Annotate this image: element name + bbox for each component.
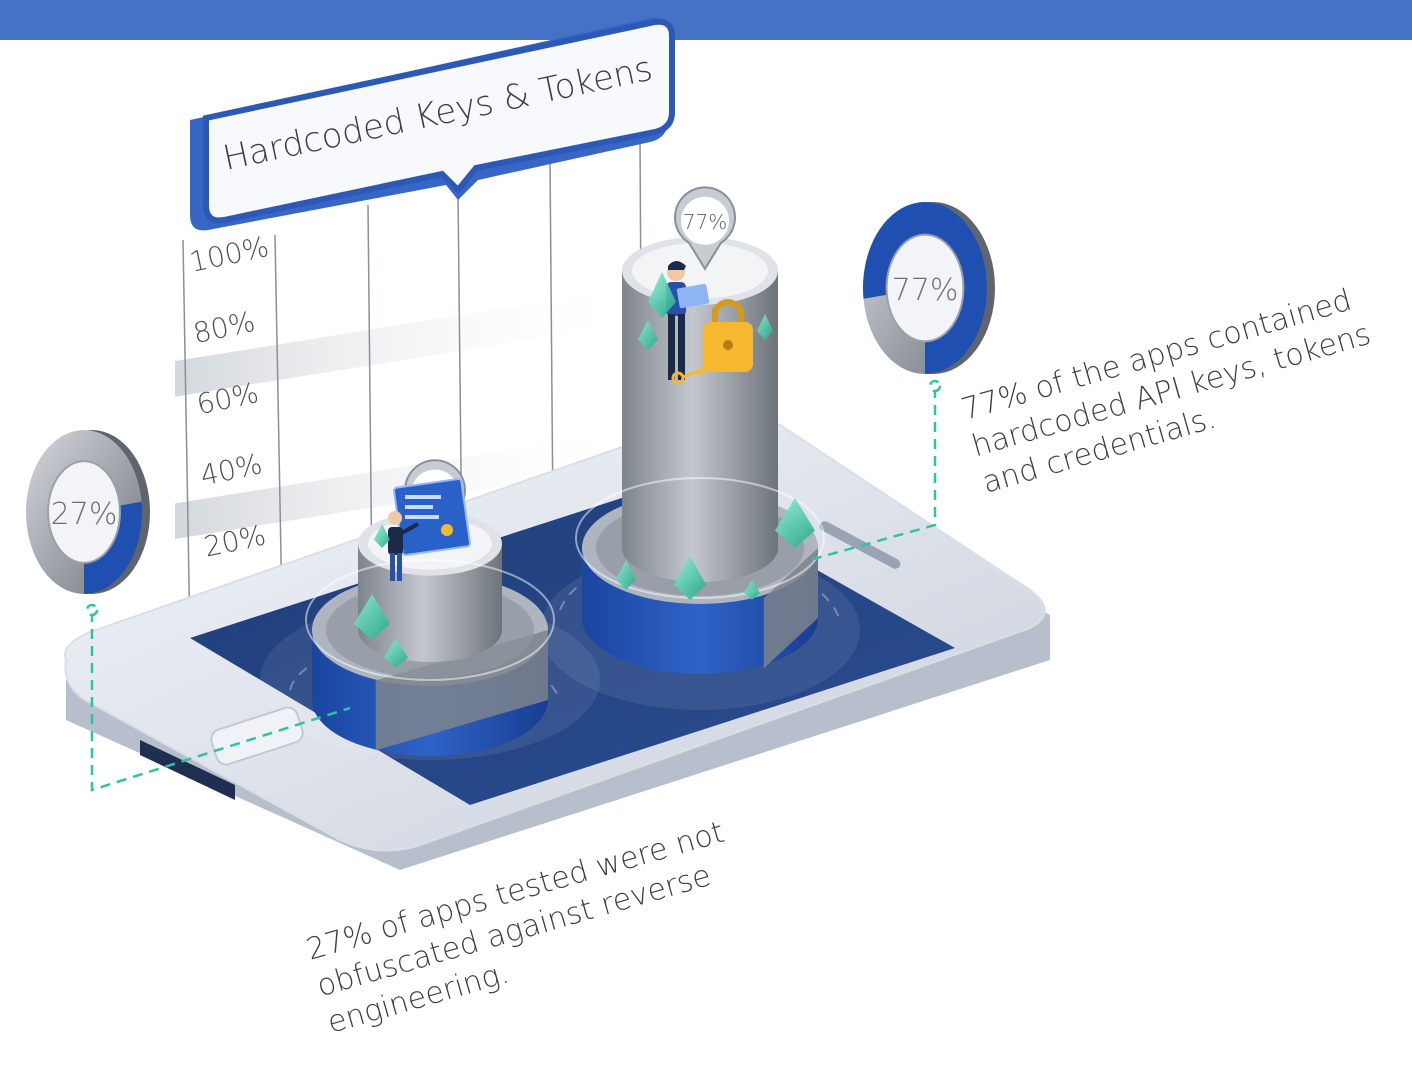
donut-gauge: 27% (26, 430, 150, 594)
bar-value-label: 77% (683, 210, 727, 234)
y-tick-label: 40% (197, 447, 265, 492)
crystal-icon (775, 498, 815, 548)
chart-title-callout: Hardcoded Keys & Tokens (190, 17, 675, 231)
padlock-icon (703, 299, 753, 372)
phone-port (140, 740, 235, 800)
donut-value-arc (863, 202, 987, 374)
bar-remainder (763, 548, 818, 669)
donut-value-label: 27% (51, 497, 118, 532)
donut-value-label: 77% (892, 273, 959, 308)
crystal-decorations (354, 272, 815, 668)
key-icon (671, 366, 707, 385)
donut-gauges: 27% 77% (26, 202, 995, 594)
connector-pin-left (85, 603, 99, 617)
title-callout-box (203, 18, 675, 224)
crystal-icon (384, 638, 408, 668)
grid-line (182, 239, 191, 641)
grid-lines (182, 139, 643, 641)
connector-right (809, 388, 937, 562)
connector-pin-right (928, 379, 942, 393)
connectors (85, 379, 942, 792)
header-band (0, 0, 1412, 40)
donut-value-arc (84, 501, 142, 594)
crystal-icon (744, 580, 760, 600)
donut-gauge: 77% (863, 202, 995, 374)
crystal-icon (648, 272, 676, 318)
stat-77-text: 77% of the apps contained hardcoded API … (958, 283, 1375, 501)
crystal-icon (616, 560, 636, 590)
person-at-screen-icon (388, 477, 472, 581)
grid-line (549, 159, 554, 521)
bar-value-badge: 77% (674, 186, 736, 271)
crystal-icon (374, 524, 390, 548)
connector-left (90, 612, 351, 792)
crystal-icon (674, 556, 706, 600)
crystal-icon (757, 314, 773, 340)
speaker-slot (819, 521, 901, 569)
y-tick-label: 80% (190, 305, 258, 350)
crystal-icon (354, 594, 390, 640)
grid-band (175, 286, 640, 397)
y-tick-label: 100% (187, 230, 272, 279)
grid-line (274, 234, 283, 611)
crystal-icon (638, 320, 658, 350)
